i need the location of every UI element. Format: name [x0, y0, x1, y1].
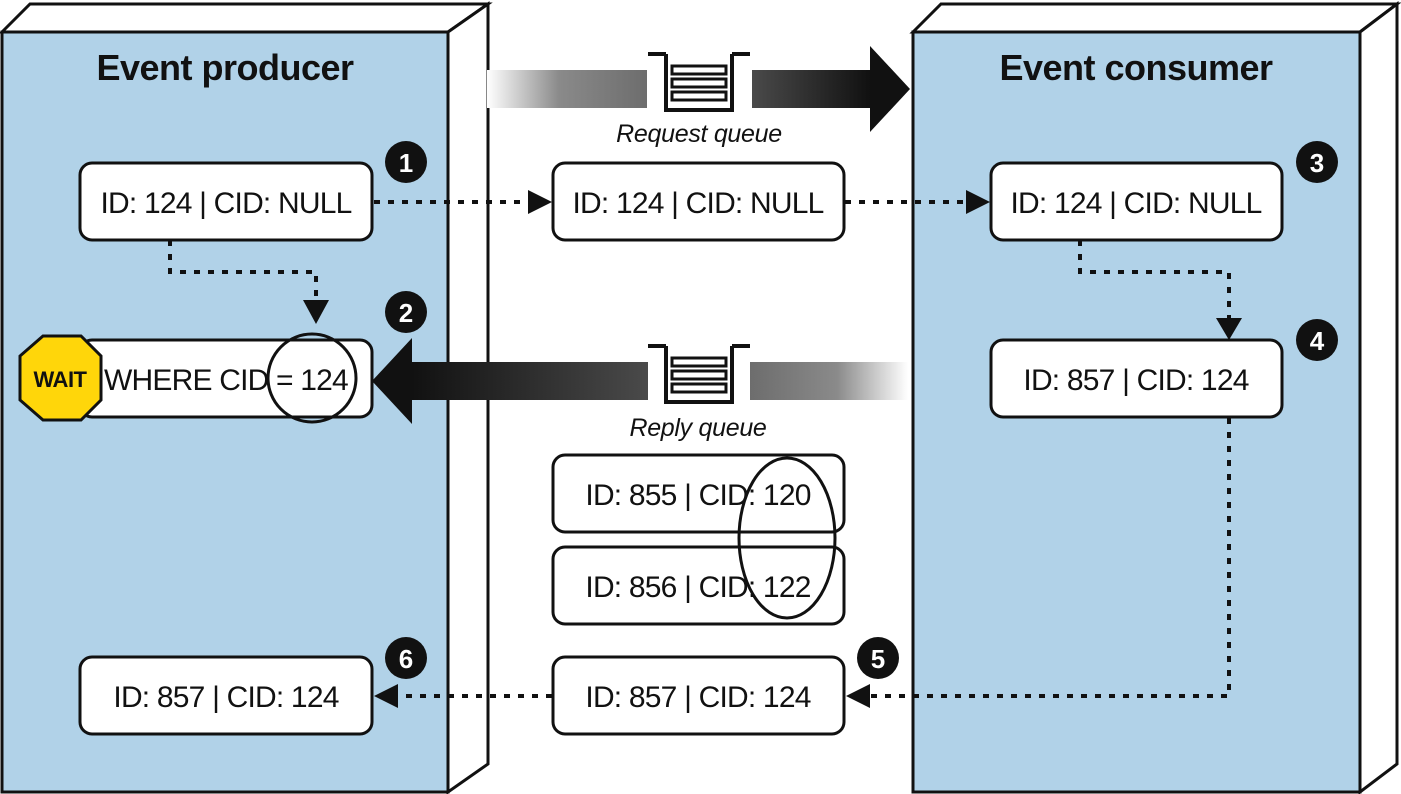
request-queue-label: Request queue: [616, 120, 782, 148]
cid-highlight-circle: [266, 332, 358, 424]
producer-received-message: ID: 857 | CID: 124: [78, 655, 374, 736]
consumer-panel-side: [1358, 0, 1399, 794]
step-number: 5: [871, 644, 885, 674]
step-number: 3: [1310, 148, 1324, 178]
consumer-received-message: ID: 124 | CID: NULL: [989, 161, 1284, 242]
message-text: ID: 124 | CID: NULL: [572, 187, 823, 220]
step-number: 4: [1310, 326, 1325, 356]
step-badge-2: 2: [385, 291, 427, 333]
request-queue-arrow: Request queue: [487, 46, 910, 148]
reply-queue-message-3: ID: 857 | CID: 124: [551, 655, 846, 736]
producer-sent-message: ID: 124 | CID: NULL: [78, 161, 374, 242]
flow-connectors: [168, 190, 1242, 708]
request-queue-message: ID: 124 | CID: NULL: [551, 161, 846, 242]
consumer-reply-message: ID: 857 | CID: 124: [989, 338, 1284, 419]
wait-octagon: [18, 334, 103, 422]
producer-wait-filter: WHERE CID = 124: [78, 332, 374, 424]
wait-badge: WAIT: [18, 334, 103, 422]
request-queue-icon: [648, 52, 750, 112]
filter-text: WHERE CID = 124: [104, 364, 348, 397]
message-text: ID: 857 | CID: 124: [1023, 364, 1248, 397]
connector-consume-to-reply: [1078, 240, 1231, 318]
message-text: ID: 857 | CID: 124: [113, 681, 338, 714]
consumer-title: Event consumer: [999, 47, 1273, 88]
reply-queue-label: Reply queue: [629, 414, 766, 442]
connector-arrowhead: [528, 190, 552, 214]
connector-arrowhead: [1216, 318, 1242, 340]
step-badge-1: 1: [385, 141, 427, 183]
connector-arrowhead: [303, 300, 329, 324]
reply-arrow-tail: [750, 362, 908, 400]
consumer-panel-top: [909, 2, 1401, 34]
reply-arrow-head: [372, 338, 412, 424]
connector-send-to-wait: [168, 240, 318, 300]
request-arrow-shaft: [752, 70, 870, 108]
producer-title: Event producer: [96, 47, 354, 88]
step-number: 2: [399, 298, 413, 328]
connector-arrowhead: [846, 684, 870, 708]
connector-arrowhead: [374, 684, 398, 708]
step-badge-5: 5: [857, 637, 899, 679]
step-badge-3: 3: [1296, 141, 1338, 183]
step-badge-6: 6: [385, 637, 427, 679]
message-text: ID: 855 | CID: 120: [585, 479, 810, 512]
reply-queue-arrow: Reply queue: [372, 338, 908, 442]
step-number: 1: [399, 148, 413, 178]
request-arrow-head: [870, 46, 910, 132]
message-text: ID: 124 | CID: NULL: [1010, 187, 1261, 220]
reply-queue-icon: [648, 344, 750, 404]
message-text: ID: 857 | CID: 124: [585, 681, 810, 714]
request-arrow-tail: [487, 70, 647, 108]
step-number: 6: [399, 644, 413, 674]
connector-arrowhead: [966, 190, 990, 214]
producer-panel-top: [0, 2, 493, 34]
reply-queue-message-2: ID: 856 | CID: 122: [551, 545, 846, 626]
step-badge-4: 4: [1296, 319, 1338, 361]
message-text: ID: 124 | CID: NULL: [100, 187, 351, 220]
reply-arrow-shaft: [412, 362, 648, 400]
cid-highlight-ellipse: [737, 456, 837, 620]
message-text: ID: 856 | CID: 122: [585, 571, 810, 604]
reply-queue-message-1: ID: 855 | CID: 120: [551, 453, 846, 534]
wait-label: WAIT: [34, 367, 88, 392]
